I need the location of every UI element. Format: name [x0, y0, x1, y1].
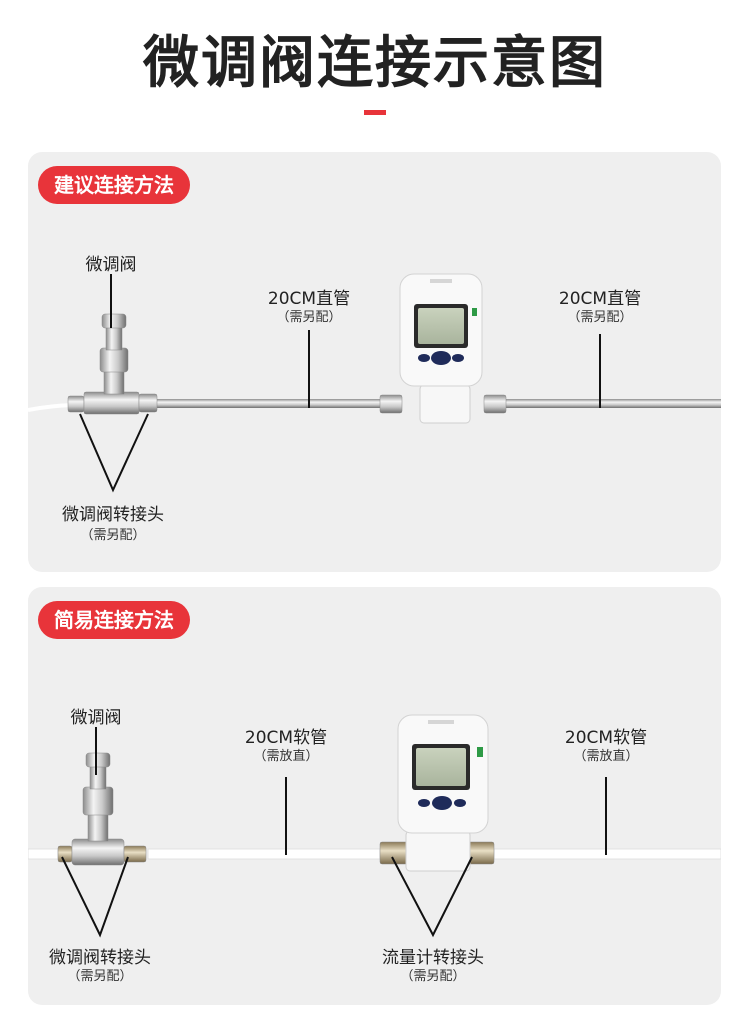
- label-adapter: 微调阀转接头: [62, 505, 164, 525]
- title-underline: [364, 110, 386, 115]
- connection-illustration: [28, 273, 721, 493]
- panel-recommended-connection: 建议连接方法: [28, 152, 721, 572]
- flow-meter: [399, 273, 483, 424]
- label-valve-adapter: 微调阀转接头: [49, 948, 151, 968]
- label-hose-left: 20CM软管: [244, 728, 328, 748]
- hose-left: [147, 848, 381, 860]
- inlet-tube: [28, 403, 74, 412]
- meter-fitting-right: [483, 394, 507, 414]
- panel-simple-connection: 简易连接方法: [28, 587, 721, 1005]
- steel-pipe-right: [506, 399, 721, 408]
- label-pipe-right-note: （需另配）: [567, 310, 633, 325]
- meter-fitting-left: [379, 394, 403, 414]
- label-hose-right: 20CM软管: [564, 728, 648, 748]
- page-title: 微调阀连接示意图: [143, 31, 607, 96]
- label-pipe-right: 20CM直管: [558, 289, 642, 309]
- label-meter-adapter-note: （需另配）: [400, 969, 466, 984]
- label-hose-left-note: （需放直）: [253, 749, 319, 764]
- flow-meter: [397, 714, 489, 872]
- hose-inlet: [28, 848, 59, 860]
- micro-valve-body: [82, 752, 114, 842]
- label-pipe-left: 20CM直管: [267, 289, 351, 309]
- label-valve-adapter-note: （需另配）: [67, 969, 133, 984]
- connection-illustration: [28, 714, 721, 938]
- label-hose-right-note: （需放直）: [573, 749, 639, 764]
- label-meter-adapter: 流量计转接头: [382, 948, 484, 968]
- panel-badge: 简易连接方法: [38, 601, 190, 639]
- leader-adapter: [79, 413, 149, 493]
- label-valve: 微调阀: [85, 255, 137, 275]
- label-valve: 微调阀: [70, 708, 122, 728]
- label-pipe-left-note: （需另配）: [276, 310, 342, 325]
- leader-valve-adapter: [61, 856, 129, 938]
- panel-badge: 建议连接方法: [38, 166, 190, 204]
- meter-adapter-right: [467, 841, 495, 865]
- valve-adapter: [57, 838, 147, 866]
- label-adapter-note: （需另配）: [80, 528, 146, 543]
- micro-valve-body: [99, 313, 129, 395]
- leader-meter-adapter: [391, 856, 473, 938]
- hose-right: [493, 848, 721, 860]
- valve-adapter: [67, 391, 158, 415]
- steel-pipe-left: [146, 399, 382, 408]
